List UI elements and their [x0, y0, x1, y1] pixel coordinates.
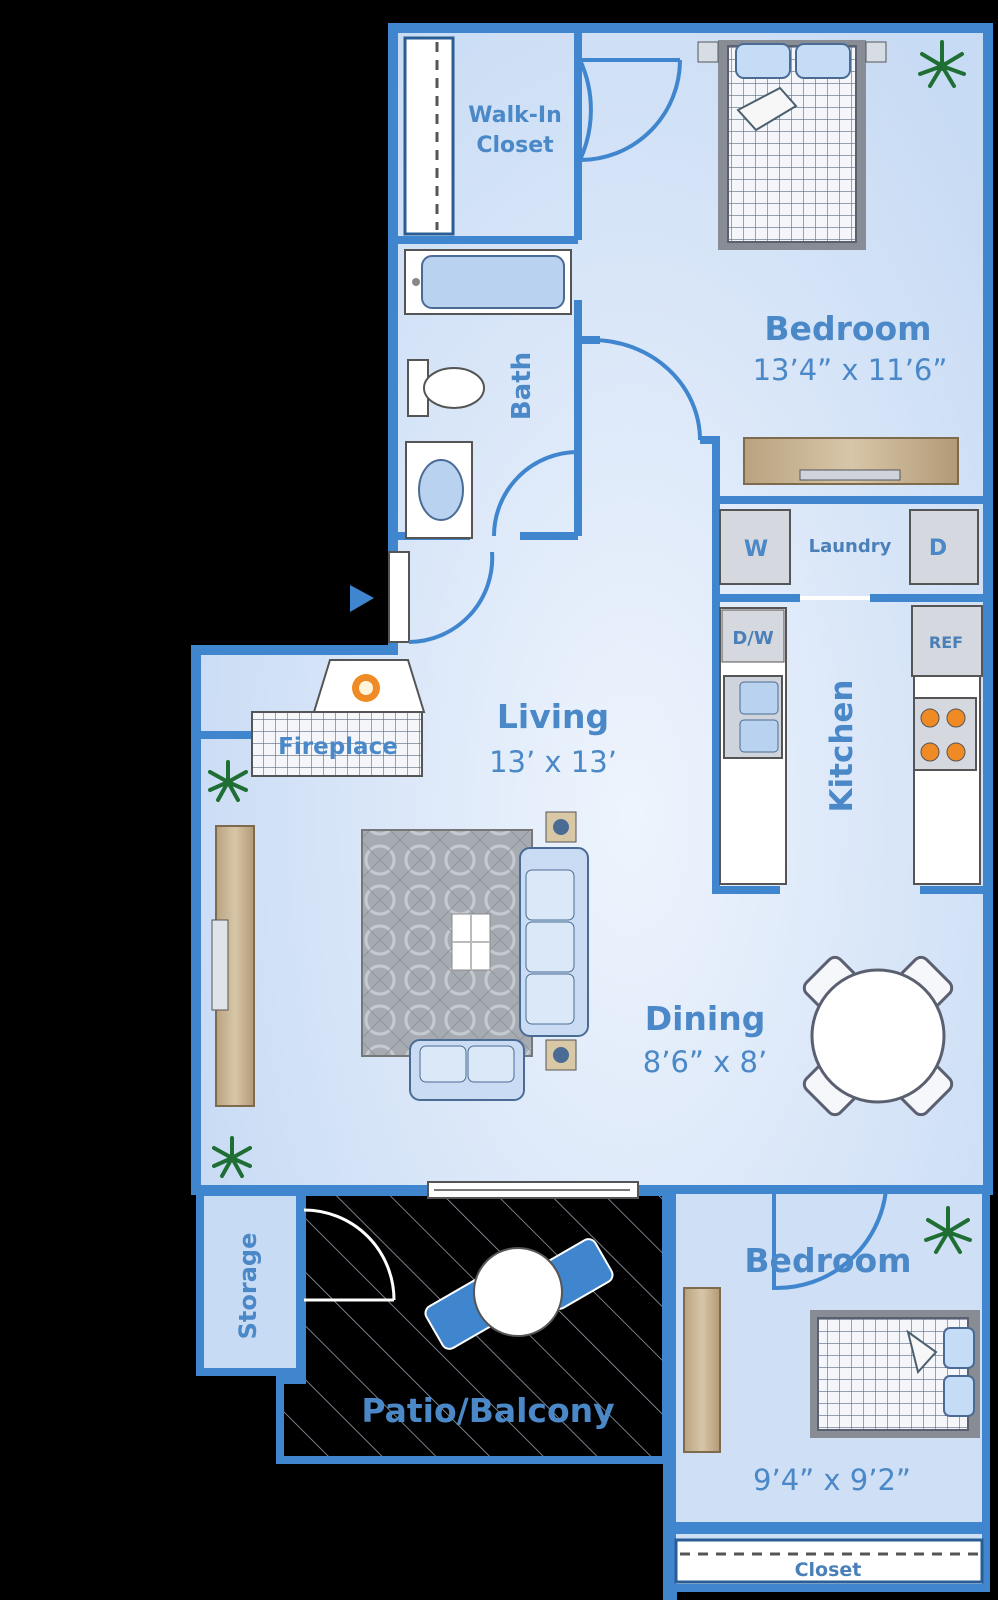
bedroom2: Bedroom 9’4” x 9’2” Closet: [674, 1189, 984, 1584]
living-name: Living: [497, 697, 609, 736]
living: Fireplace Living 13’ x 13’: [208, 659, 617, 1178]
toilet-icon: [407, 359, 485, 417]
washer-label: W: [744, 537, 768, 562]
entry-arrow-icon: [350, 585, 374, 612]
walk-in-closet-label-1: Walk-In: [468, 103, 561, 128]
bath: Bath: [404, 249, 579, 539]
entry: [350, 551, 495, 644]
storage-label: Storage: [234, 1233, 262, 1340]
bed-icon: [810, 1310, 980, 1438]
dresser: [743, 437, 959, 485]
fireplace-label: Fireplace: [278, 734, 398, 760]
plant-icon: [924, 1206, 972, 1254]
dresser: [683, 1287, 721, 1453]
bedroom1: Bedroom 13’4” x 11’6”: [591, 40, 966, 485]
dining-name: Dining: [645, 999, 766, 1038]
plant-icon: [208, 760, 248, 802]
plant-icon: [918, 40, 966, 88]
sofa-icon: [519, 847, 589, 1037]
unit-floor: [191, 23, 993, 1600]
plant-icon: [212, 1136, 252, 1178]
area-rug: [361, 829, 533, 1057]
dishwasher-label: D/W: [732, 628, 774, 649]
refrigerator-label: REF: [929, 633, 963, 652]
dishwasher: [721, 609, 785, 663]
walk-in-closet: Walk-In Closet: [403, 36, 682, 236]
refrigerator: [911, 605, 983, 677]
patio-sliding-door: [427, 1181, 639, 1199]
walk-in-closet-label-2: Closet: [476, 133, 554, 158]
kitchen: D/W REF Kitchen: [719, 605, 983, 885]
dryer: [909, 509, 979, 585]
bath-label: Bath: [507, 352, 537, 420]
patio-label: Patio/Balcony: [361, 1391, 614, 1430]
laundry: W D Laundry: [719, 509, 979, 600]
dining: Dining 8’6” x 8’: [643, 955, 954, 1117]
sink-icon: [405, 441, 473, 539]
dryer-label: D: [929, 536, 947, 561]
living-dimensions: 13’ x 13’: [489, 745, 617, 779]
bed-icon: [697, 40, 887, 250]
bathtub-icon: [404, 249, 572, 315]
dining-dimensions: 8’6” x 8’: [643, 1045, 767, 1079]
bedroom2-name: Bedroom: [744, 1241, 911, 1280]
loveseat-icon: [409, 1039, 525, 1101]
fireplace-icon: [251, 659, 426, 777]
bedroom1-name: Bedroom: [764, 309, 931, 348]
kitchen-sink-icon: [723, 675, 783, 759]
stove-icon: [913, 697, 977, 771]
washer: [719, 509, 791, 585]
kitchen-label: Kitchen: [824, 679, 860, 812]
bedroom2-dimensions: 9’4” x 9’2”: [753, 1463, 911, 1497]
dining-table-icon: [802, 955, 954, 1117]
patio-chair-icon: [424, 1238, 614, 1350]
closet-label: Closet: [795, 1559, 862, 1581]
bedroom1-dimensions: 13’4” x 11’6”: [753, 353, 948, 387]
laundry-label: Laundry: [809, 536, 892, 557]
